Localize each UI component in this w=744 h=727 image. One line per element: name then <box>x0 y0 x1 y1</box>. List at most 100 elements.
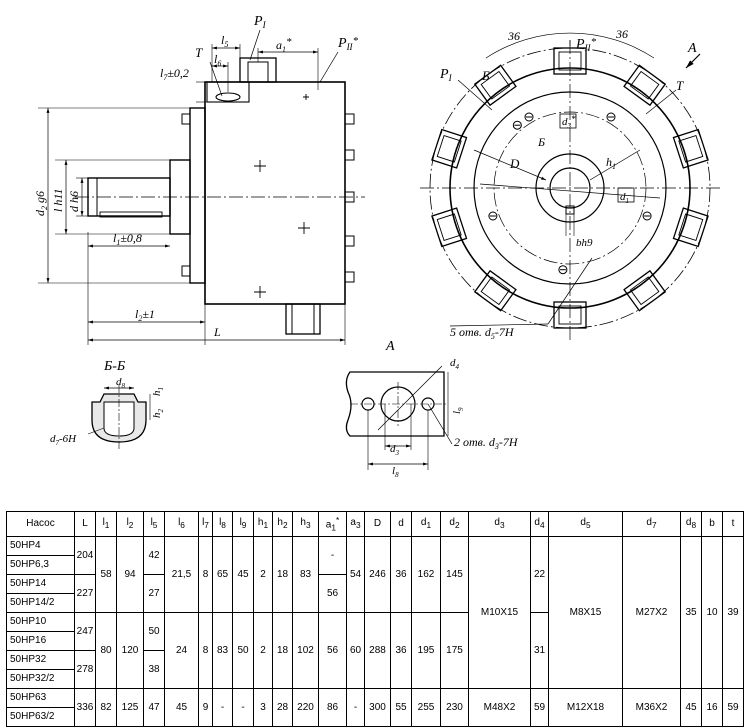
view-a-plate <box>345 371 445 437</box>
cell-a3: 60 <box>346 612 365 689</box>
cell-l2: 120 <box>116 612 144 689</box>
cell-a3: 54 <box>346 536 365 613</box>
cell-l2: 125 <box>116 688 144 727</box>
svg-text:a1*: a1* <box>276 36 292 54</box>
piston-fitting <box>553 47 587 75</box>
label-d2: d <box>33 209 47 216</box>
svg-text:l7±0,2: l7±0,2 <box>160 66 189 82</box>
cover-screw <box>642 211 652 221</box>
header-D: D <box>364 511 391 537</box>
piston-fitting <box>672 128 709 169</box>
header-l9: l9 <box>232 511 254 537</box>
cell-l1: 80 <box>95 612 117 689</box>
cell-l7: 8 <box>198 612 213 689</box>
header-d1: d1 <box>411 511 441 537</box>
pump-name: 50НР14 <box>6 574 75 594</box>
pump-name: 50НР4 <box>6 536 75 556</box>
svg-text:d2 g6: d2 g6 <box>33 191 49 216</box>
header-l1: l1 <box>95 511 117 537</box>
cell-l9: 45 <box>232 536 254 613</box>
cell-d7: M27X2 <box>622 536 681 689</box>
label-b-mid: Б <box>537 135 545 149</box>
header-d2: d2 <box>440 511 469 537</box>
d3-box <box>559 113 577 129</box>
side-bolts <box>344 113 355 283</box>
label-side-p1: P <box>439 67 449 82</box>
pump-name: 50НР63 <box>6 688 75 708</box>
svg-text:d8: d8 <box>116 376 126 390</box>
cell-d1: 162 <box>411 536 441 613</box>
drain-port-hole <box>215 92 241 102</box>
cover-screw <box>606 112 616 122</box>
surface-markers <box>254 94 310 298</box>
label-t: T <box>195 45 203 60</box>
cell-d5: M12X18 <box>548 688 623 727</box>
label-l2: l <box>135 307 139 321</box>
cover-screw <box>512 120 522 130</box>
section-bb <box>87 385 151 450</box>
svg-text:l6: l6 <box>214 52 221 68</box>
cell-b: 16 <box>701 688 723 727</box>
header-a3: a3 <box>346 511 365 537</box>
table-row: 50НР14 227 27 56 <box>6 574 744 613</box>
cell-l9: - <box>232 688 254 727</box>
cover-screw <box>558 265 568 275</box>
cell-l5: 42 <box>143 536 165 575</box>
side-view <box>420 32 722 340</box>
header-l8: l8 <box>212 511 233 537</box>
cell-h3: 220 <box>292 688 319 727</box>
svg-text:d7-6H: d7-6H <box>50 433 77 447</box>
piston-fitting <box>623 269 667 312</box>
cell-a1: 56 <box>318 574 347 613</box>
cell-b: 10 <box>701 536 723 689</box>
svg-text:PII*: PII* <box>575 36 597 53</box>
label-side-pii: P <box>575 37 585 52</box>
cell-l2: 94 <box>116 536 144 613</box>
label-arrow-a: A <box>687 41 697 56</box>
cell-l5: 47 <box>143 688 165 727</box>
label-bb-h1: h <box>151 390 163 396</box>
label-b-top: Б <box>481 68 490 83</box>
label-2-holes: 2 отв. d <box>454 435 496 449</box>
label-l5: l <box>221 33 225 47</box>
cell-d3: M48X2 <box>468 688 531 727</box>
svg-text:l1±0,8: l1±0,8 <box>113 231 142 247</box>
cell-d: 36 <box>390 612 412 689</box>
label-l-h11: l h11 <box>51 189 65 212</box>
cell-h3: 102 <box>292 612 319 689</box>
label-pii: P <box>337 36 347 51</box>
cell-a1: 56 <box>318 612 347 689</box>
pump-name: 50НР32 <box>6 650 75 670</box>
cover-screws <box>488 112 652 275</box>
side-view-labels: 36 36 PII* A Б PI T d3* Б D h1 d1 bh9 5 … <box>439 27 697 341</box>
pump-name: 50НР14/2 <box>6 593 75 613</box>
label-h1: h <box>606 155 612 169</box>
pump-housing <box>204 81 346 305</box>
svg-text:2 отв. d3-7H: 2 отв. d3-7H <box>454 435 519 451</box>
header-h1: h1 <box>253 511 273 537</box>
svg-text:PI: PI <box>439 67 453 83</box>
header-d4: d4 <box>530 511 549 537</box>
svg-text:h1: h1 <box>606 155 616 171</box>
label-d8: d <box>116 376 122 388</box>
header-pump: Насос <box>6 511 75 537</box>
front-view-labels: PI PII* T l5 l6 a1* l7±0,2 d2 g6 l h11 d… <box>33 14 359 339</box>
cell-l5: 27 <box>143 574 165 613</box>
svg-text:5 отв. d5-7H: 5 отв. d5-7H <box>450 325 515 341</box>
shaft-key <box>99 211 163 218</box>
cell-l1: 82 <box>95 688 117 727</box>
label-bh9: bh9 <box>576 237 593 249</box>
header-l2: l2 <box>116 511 144 537</box>
svg-text:l8: l8 <box>392 465 399 479</box>
label-36-left: 36 <box>507 29 520 43</box>
mounting-flange <box>189 107 206 284</box>
piston-fitting <box>431 128 468 169</box>
cell-d: 55 <box>390 688 412 727</box>
section-bb-title: Б-Б <box>103 359 125 374</box>
header-l6: l6 <box>164 511 199 537</box>
cell-D: 288 <box>364 612 391 689</box>
cell-d3: M10X15 <box>468 536 531 689</box>
flange-tab-bottom <box>181 265 191 277</box>
label-5-holes: 5 отв. d <box>450 325 492 339</box>
pump-name: 50НР32/2 <box>6 669 75 689</box>
